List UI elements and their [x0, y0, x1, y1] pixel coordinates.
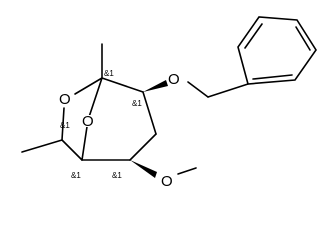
phenyl-double-3 — [252, 74, 293, 80]
wedge-c2prime-obenzyl — [143, 80, 168, 92]
bond-c3-c2 — [129, 133, 157, 161]
wedge-layer — [130, 80, 168, 178]
bond-c5-methyl — [21, 139, 63, 153]
bond-c5-c4 — [61, 139, 83, 161]
molecule-structure: O O O O &1 &1 &1 &1 &1 — [21, 16, 317, 190]
atom-labels: O O O O — [58, 70, 182, 190]
stereo-label-c4: &1 — [71, 171, 81, 180]
bond-c1-oring — [74, 77, 103, 95]
atom-o-methoxy: O — [161, 173, 173, 190]
stereo-label-c1: &1 — [104, 69, 114, 78]
bond-c2prime-c1 — [101, 77, 144, 93]
phenyl-ring — [237, 16, 317, 85]
atom-o-benzyloxy: O — [168, 71, 180, 88]
stereo-label-c2prime: &1 — [132, 99, 142, 108]
atom-o-bridge: O — [82, 113, 94, 130]
stereo-label-c3: &1 — [112, 171, 122, 180]
bond-omethoxy-methyl — [177, 167, 197, 175]
bond-c1-obridge — [87, 77, 103, 121]
phenyl-double-2 — [295, 26, 311, 51]
stereo-labels: &1 &1 &1 &1 &1 — [60, 69, 142, 180]
bond-obenzyl-ch2 — [187, 81, 209, 98]
wedge-c3-omethoxy — [130, 160, 157, 178]
bond-oring-c5 — [61, 107, 65, 141]
phenyl-double-1 — [244, 23, 263, 49]
bond-c2-c2prime — [142, 91, 157, 135]
bond-ch2-phenyl — [207, 83, 249, 98]
stereo-label-c5: &1 — [60, 121, 70, 130]
atom-o-ring: O — [59, 91, 71, 108]
